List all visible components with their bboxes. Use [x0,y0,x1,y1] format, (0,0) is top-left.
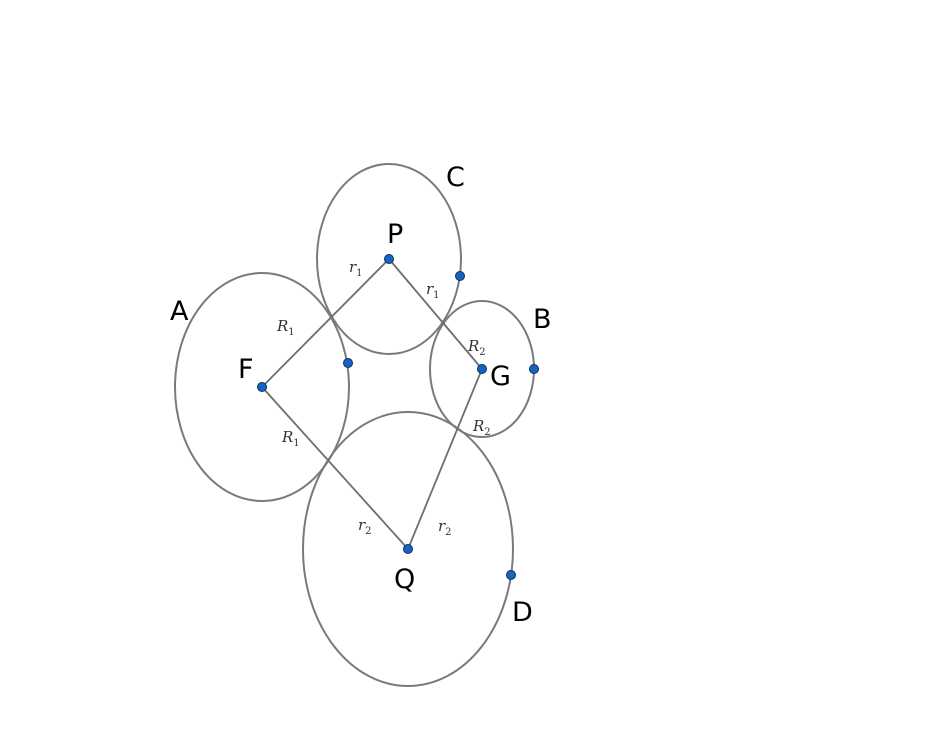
point-on-circle-b[interactable] [529,364,539,374]
point-on-circle-a[interactable] [343,358,353,368]
circle-a [174,272,350,502]
label-radius-q-right: r2 [438,517,452,538]
label-segment-p-g: r1 [426,280,440,301]
label-center-g: G [490,361,511,392]
label-radius-g: R2 [467,337,486,358]
circle-d [302,411,514,687]
label-radius-p: r1 [349,258,363,279]
circle-c [316,163,462,355]
label-circle-c: C [446,162,465,193]
label-center-q: Q [394,564,415,595]
label-radius-q-left: r2 [358,516,372,537]
label-circle-a: A [170,296,189,327]
segment-p-g [388,258,483,370]
label-circle-d: D [512,597,533,628]
point-g[interactable] [477,364,487,374]
point-p[interactable] [384,254,394,264]
label-center-f: F [238,354,254,385]
segment-f-q [261,386,409,550]
label-center-p: P [387,219,403,250]
point-on-circle-d[interactable] [506,570,516,580]
label-segment-f-p: R1 [276,317,295,338]
label-segment-g-q: R2 [472,417,491,438]
point-q[interactable] [403,544,413,554]
segment-f-p [261,258,390,388]
segment-g-q [407,368,483,550]
point-f[interactable] [257,382,267,392]
point-on-circle-c[interactable] [455,271,465,281]
label-circle-b: B [533,304,552,335]
label-segment-f-q: R1 [281,428,300,449]
